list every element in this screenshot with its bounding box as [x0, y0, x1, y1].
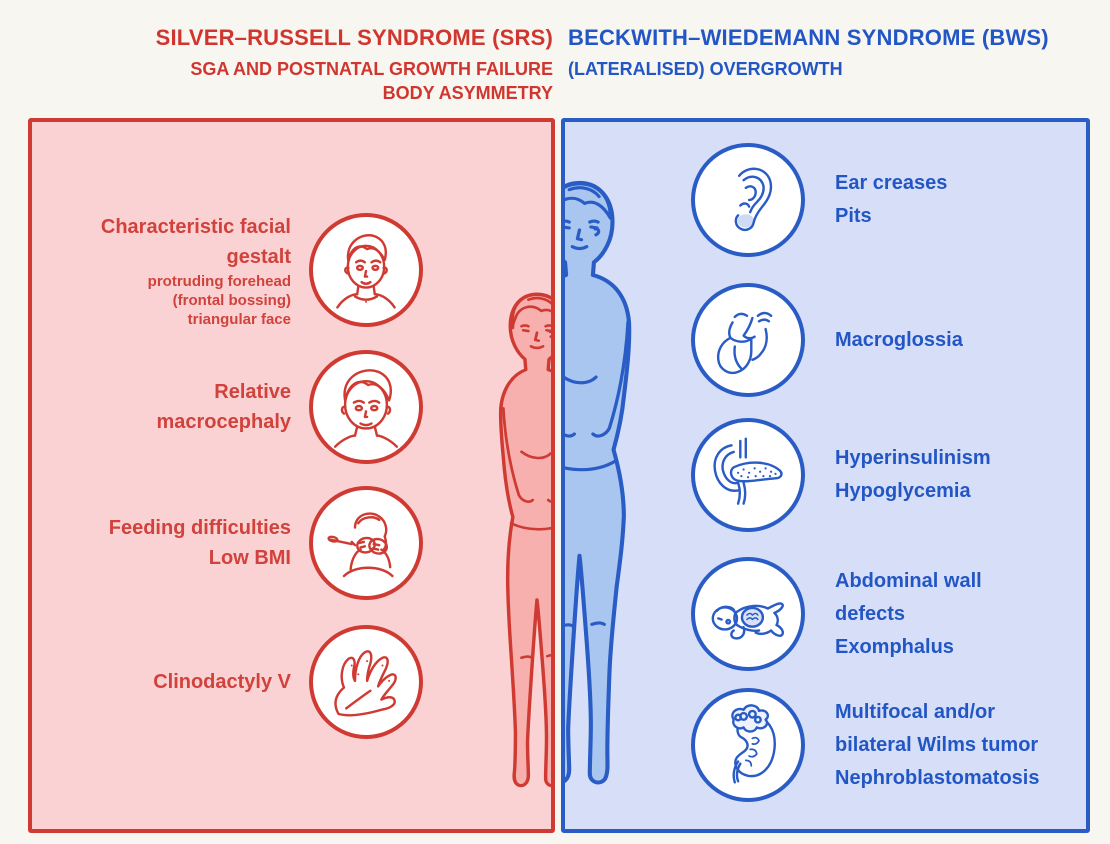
bws-item-row: Macroglossia	[565, 278, 1086, 402]
feeding-difficulty-icon	[309, 486, 423, 600]
srs-item-row: Characteristic facial gestalt protruding f…	[32, 204, 551, 336]
bws-header: BECKWITH–WIEDEMANN SYNDROME (BWS) (LATER…	[568, 24, 1108, 81]
srs-item-row: Clinodactyly V	[32, 616, 551, 748]
srs-item-text: Relative macrocephaly	[156, 377, 291, 437]
srs-subtitle-line-2: BODY ASYMMETRY	[382, 83, 553, 103]
pancreas-icon	[691, 418, 805, 532]
macroglossia-tongue-icon	[691, 283, 805, 397]
bws-subtitle-line-1: (LATERALISED) OVERGROWTH	[568, 59, 843, 79]
srs-item-row: Relative macrocephaly	[32, 341, 551, 473]
bws-title: BECKWITH–WIEDEMANN SYNDROME (BWS)	[568, 25, 1049, 50]
item-label-line: defects	[835, 602, 906, 625]
srs-title: SILVER–RUSSELL SYNDROME (SRS)	[155, 25, 553, 50]
item-label-line: Abdominal wall	[835, 569, 982, 592]
item-label-line: Clinodactyly V	[153, 671, 291, 693]
child-face-icon	[309, 213, 423, 327]
person-figure-srs	[468, 286, 551, 801]
bws-item-text: Macroglossia	[835, 324, 963, 357]
item-label-line: Hyperinsulinism	[835, 447, 991, 469]
item-label-line: macrocephaly	[156, 411, 291, 433]
ear-icon	[691, 143, 805, 257]
item-label-line: Feeding difficulties	[108, 517, 291, 539]
item-label-line: Ear creases	[835, 172, 948, 194]
item-label-line: Exomphalus	[835, 635, 954, 658]
srs-subtitle-line-1: SGA AND POSTNATAL GROWTH FAILURE	[190, 59, 553, 79]
person-figure-bws	[565, 173, 662, 801]
baby-exomphalos-icon	[691, 557, 805, 671]
item-sub-line: (frontal bossing)	[172, 291, 291, 309]
kidney-icon	[691, 688, 805, 802]
srs-item-text: Clinodactyly V	[153, 667, 291, 697]
srs-header: SILVER–RUSSELL SYNDROME (SRS) SGA AND PO…	[0, 24, 553, 105]
item-sub-line: protruding forehead	[147, 272, 291, 290]
item-label-line: Nephroblastomatosis	[835, 766, 1040, 789]
item-label-line: Relative	[214, 381, 291, 403]
item-sub-line: triangular face	[187, 310, 291, 328]
item-label-line: Pits	[835, 205, 872, 227]
item-label-line: gestalt	[226, 245, 291, 268]
item-label-line: Low BMI	[208, 547, 291, 569]
item-label-line: Macroglossia	[835, 328, 963, 351]
item-label-line: Multifocal and/or	[835, 700, 995, 723]
item-label-line: bilateral Wilms tumor	[835, 733, 1039, 756]
item-label-line: Hypoglycemia	[835, 480, 971, 502]
srs-item-text: Characteristic facial gestalt protruding f…	[101, 212, 291, 329]
item-label-line: Characteristic facial	[100, 215, 291, 238]
child-face-large-icon	[309, 350, 423, 464]
srs-panel: Characteristic facial gestalt protruding f…	[28, 118, 555, 833]
hand-icon	[309, 625, 423, 739]
